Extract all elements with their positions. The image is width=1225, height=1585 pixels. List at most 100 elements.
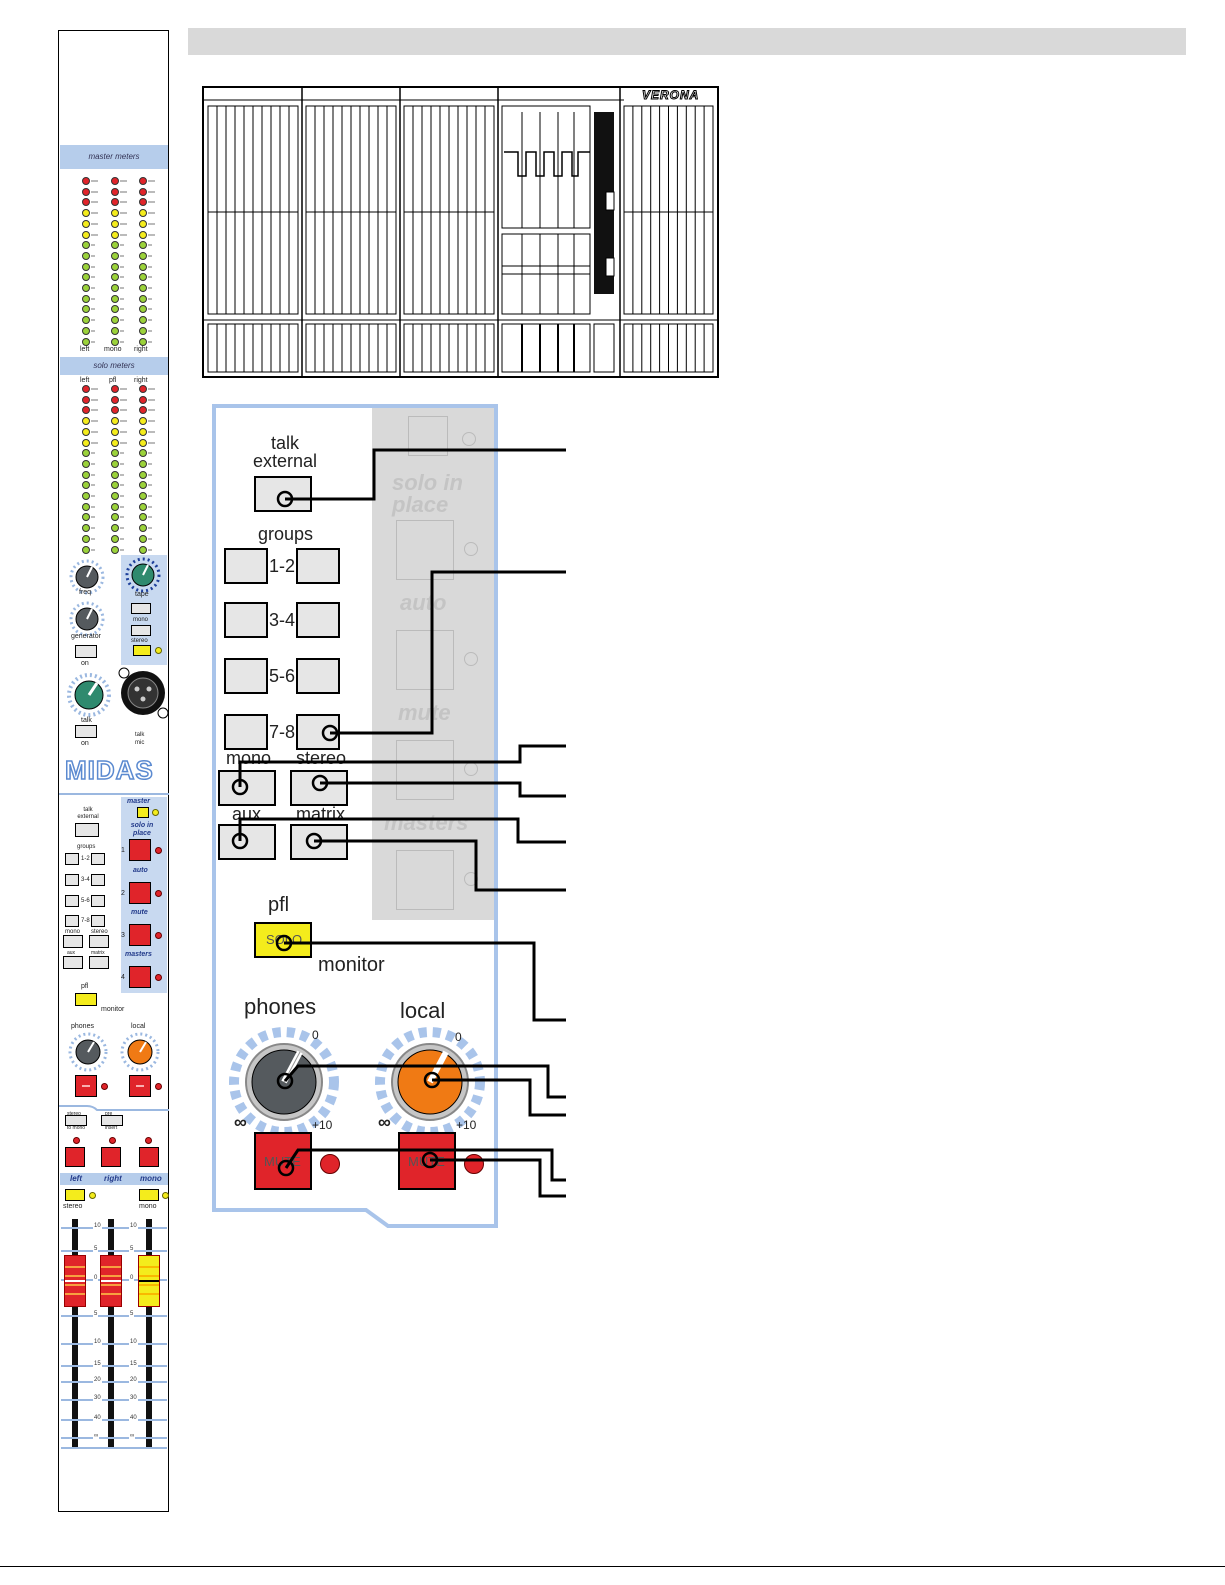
master-button[interactable] [137, 807, 149, 818]
freq-knob[interactable] [67, 559, 107, 599]
phones-mute-button[interactable]: MUTE [254, 1132, 312, 1190]
meter-tick [91, 287, 95, 289]
group-1-2-right-button[interactable] [91, 853, 105, 865]
local-mute-button[interactable] [129, 1075, 151, 1097]
group-3-4-left-button[interactable] [224, 602, 268, 638]
meter-led [111, 262, 119, 271]
meter-led [82, 492, 90, 500]
console-overview: VERONA [202, 86, 719, 378]
tape-stereo-button[interactable] [131, 625, 151, 636]
meter-tick [120, 254, 124, 257]
matrix-button[interactable] [290, 824, 348, 860]
auto-led-2 [155, 890, 162, 897]
group-5-6-right-button[interactable] [296, 658, 340, 694]
mono-mute-button[interactable] [139, 1147, 159, 1167]
fader-scale-line [61, 1381, 167, 1383]
tape-mono-button[interactable] [131, 603, 151, 614]
group-1-2-left-button[interactable] [65, 853, 79, 865]
meter-tick [148, 537, 152, 540]
talk-on-button[interactable] [75, 725, 97, 738]
tape-label: tape [135, 591, 149, 598]
meter-tick [148, 340, 152, 343]
group-1-2-right-button[interactable] [296, 548, 340, 584]
group-5-6-label: 5-6 [269, 666, 296, 686]
meter-tick [91, 244, 95, 247]
section-divider [59, 793, 169, 795]
fader-scale-label: 10 [129, 1223, 138, 1229]
tape-yellow-button[interactable] [133, 645, 151, 656]
aux-button[interactable] [218, 824, 276, 860]
matrix-button[interactable] [89, 956, 109, 969]
pfl-solo-button[interactable] [75, 993, 97, 1006]
master-meters [59, 171, 169, 361]
fader-scale-line [61, 1365, 167, 1367]
meter-led [139, 502, 147, 511]
meter-led [111, 481, 119, 490]
talk-external-button[interactable] [75, 823, 99, 837]
meter-tick [91, 340, 95, 343]
local-mute-button[interactable]: MUTE [398, 1132, 456, 1190]
meter-led [111, 326, 119, 335]
fader-cap-stripe [101, 1284, 121, 1286]
fader-scale-label: 10 [93, 1339, 102, 1345]
tape-knob[interactable] [123, 557, 163, 597]
meter-tick [148, 329, 152, 332]
fader-track [72, 1219, 78, 1447]
meter-led [139, 241, 147, 250]
group-5-6-left-button[interactable] [224, 658, 268, 694]
group-7-8-left-button[interactable] [224, 714, 268, 750]
overview-drawing [204, 88, 717, 376]
left-fader-cap[interactable] [64, 1255, 86, 1307]
stereo-button[interactable] [290, 770, 348, 806]
talk-external-button[interactable] [254, 476, 312, 512]
group-5-6-left-button[interactable] [65, 895, 79, 907]
talk-knob[interactable] [65, 671, 115, 717]
stereo-button[interactable] [89, 935, 109, 948]
phones-mute-button[interactable] [75, 1075, 97, 1097]
monitor-label: monitor [101, 1006, 125, 1013]
group-3-4-right-button[interactable] [91, 874, 105, 886]
phones-knob[interactable] [67, 1031, 111, 1073]
mono-master-led [162, 1192, 169, 1199]
stereo-master-button[interactable] [65, 1189, 85, 1201]
meter-tick [120, 516, 124, 519]
group-5-6-right-button[interactable] [91, 895, 105, 907]
out-mono-label: mono [140, 1174, 162, 1183]
stereo-to-mono-button[interactable] [65, 1115, 87, 1126]
mono-fader-cap[interactable] [138, 1255, 160, 1307]
meter-led [139, 427, 147, 436]
group-7-8-left-button[interactable] [65, 915, 79, 927]
aux-button[interactable] [63, 956, 83, 969]
pfl-solo-button[interactable]: SOLO [254, 922, 312, 958]
pre-insert-button[interactable] [101, 1115, 123, 1126]
group-3-4-right-button[interactable] [296, 602, 340, 638]
right-mute-button[interactable] [101, 1147, 121, 1167]
right-fader-cap[interactable] [100, 1255, 122, 1307]
auto-button-2[interactable] [129, 882, 151, 904]
mono-master-button[interactable] [139, 1189, 159, 1201]
fader-scale-line [61, 1437, 167, 1439]
meter-tick [91, 254, 95, 257]
group-1-2-left-button[interactable] [224, 548, 268, 584]
meter-tick [148, 495, 152, 497]
solo-meters-header: solo meters [60, 357, 168, 375]
group-3-4-left-button[interactable] [65, 874, 79, 886]
section-divider-curve [59, 1105, 169, 1111]
mono-button[interactable] [63, 935, 83, 948]
meter-led [111, 534, 119, 543]
mute-button-3[interactable] [129, 924, 151, 946]
meter-led [82, 273, 90, 282]
meter-led [111, 385, 119, 393]
generator-knob[interactable] [67, 601, 107, 641]
local-knob[interactable] [119, 1031, 163, 1073]
mono-button[interactable] [218, 770, 276, 806]
osc-on-button[interactable] [75, 645, 97, 658]
group-7-8-right-button[interactable] [296, 714, 340, 750]
group-7-8-right-button[interactable] [91, 915, 105, 927]
solo-in-place-button-1[interactable] [129, 839, 151, 861]
meter-led [139, 294, 147, 303]
masters-button-4[interactable] [129, 966, 151, 988]
left-mute-button[interactable] [65, 1147, 85, 1167]
meter-led [111, 395, 119, 404]
meter-tick [91, 484, 95, 487]
